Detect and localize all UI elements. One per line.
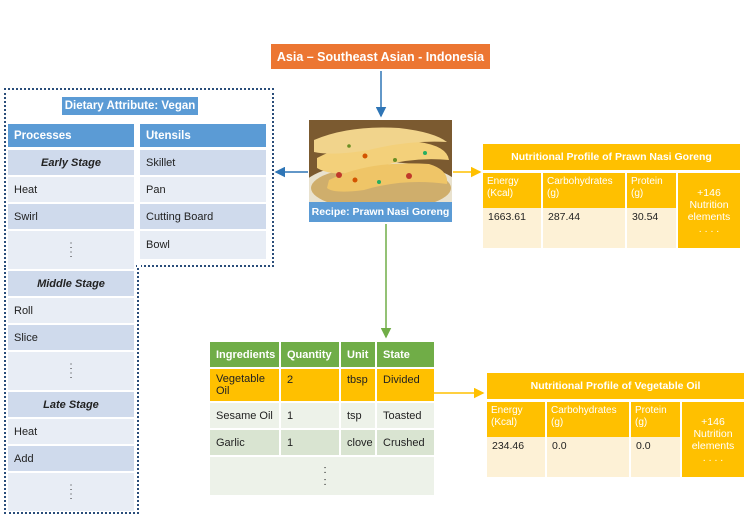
state-header: State — [377, 342, 434, 367]
ingredient-unit: tsp — [341, 403, 375, 428]
energy-value: 234.46 — [487, 437, 545, 477]
unit-header: Unit — [341, 342, 375, 367]
more-nutrition-elements: +146 Nutrition elements . . . . — [682, 402, 744, 477]
process-step: Swirl — [8, 204, 134, 229]
carbohydrates-header: Carbohydrates (g) — [543, 173, 625, 208]
nutrition-card-ingredient: Nutritional Profile of Vegetable Oil Ene… — [487, 373, 744, 477]
ingredient-quantity: 1 — [281, 403, 339, 428]
utensils-header: Utensils — [140, 124, 266, 147]
protein-value: 0.0 — [631, 437, 680, 477]
location-banner: Asia – Southeast Asian - Indonesia — [271, 44, 490, 69]
protein-header: Protein (g) — [627, 173, 676, 208]
late-stage-label: Late Stage — [8, 392, 134, 417]
carbohydrates-header: Carbohydrates (g) — [547, 402, 629, 437]
energy-header: Energy (Kcal) — [483, 173, 541, 208]
dietary-container-bottom — [4, 265, 139, 514]
protein-value: 30.54 — [627, 208, 676, 248]
process-step: Roll — [8, 298, 134, 323]
dietary-attribute-title: Dietary Attribute: Vegan — [61, 96, 199, 116]
process-step: Slice — [8, 325, 134, 350]
utensil-item: Skillet — [140, 150, 266, 175]
ingredient-unit: clove — [341, 430, 375, 455]
utensil-item: Bowl — [140, 231, 266, 259]
process-step: Heat — [8, 419, 134, 444]
protein-header: Protein (g) — [631, 402, 680, 437]
ingredient-state: Toasted — [377, 403, 434, 428]
recipe-photo — [309, 120, 452, 202]
processes-header: Processes — [8, 124, 134, 147]
nutrition-title: Nutritional Profile of Prawn Nasi Goreng — [483, 144, 740, 170]
ingredient-quantity: 1 — [281, 430, 339, 455]
ingredient-state: Crushed — [377, 430, 434, 455]
quantity-header: Quantity — [281, 342, 339, 367]
ellipsis-middle: :: — [8, 352, 134, 390]
early-stage-label: Early Stage — [8, 150, 134, 175]
ingredient-quantity: 2 — [281, 369, 339, 401]
energy-header: Energy (Kcal) — [487, 402, 545, 437]
process-step: Add — [8, 446, 134, 471]
ingredient-name: Garlic — [210, 430, 279, 455]
ingredients-header: Ingredients — [210, 342, 279, 367]
ingredient-unit: tbsp — [341, 369, 375, 401]
middle-stage-label: Middle Stage — [8, 271, 134, 296]
ingredient-name: Sesame Oil — [210, 403, 279, 428]
nutrition-title: Nutritional Profile of Vegetable Oil — [487, 373, 744, 399]
recipe-label: Recipe: Prawn Nasi Goreng — [309, 202, 452, 222]
process-step: Heat — [8, 177, 134, 202]
ingredient-name: Vegetable Oil — [210, 369, 279, 401]
energy-value: 1663.61 — [483, 208, 541, 248]
ingredient-state: Divided — [377, 369, 434, 401]
utensil-item: Pan — [140, 177, 266, 202]
ellipsis-early: :: — [8, 231, 134, 269]
utensil-item: Cutting Board — [140, 204, 266, 229]
more-nutrition-elements: +146 Nutrition elements . . . . — [678, 173, 740, 248]
ingredients-ellipsis: :: — [210, 457, 434, 495]
carbohydrates-value: 287.44 — [543, 208, 625, 248]
ellipsis-late: :: — [8, 473, 134, 511]
carbohydrates-value: 0.0 — [547, 437, 629, 477]
ingredients-table: Ingredients Quantity Unit State Vegetabl… — [210, 342, 434, 495]
nutrition-card-recipe: Nutritional Profile of Prawn Nasi Goreng… — [483, 144, 740, 248]
